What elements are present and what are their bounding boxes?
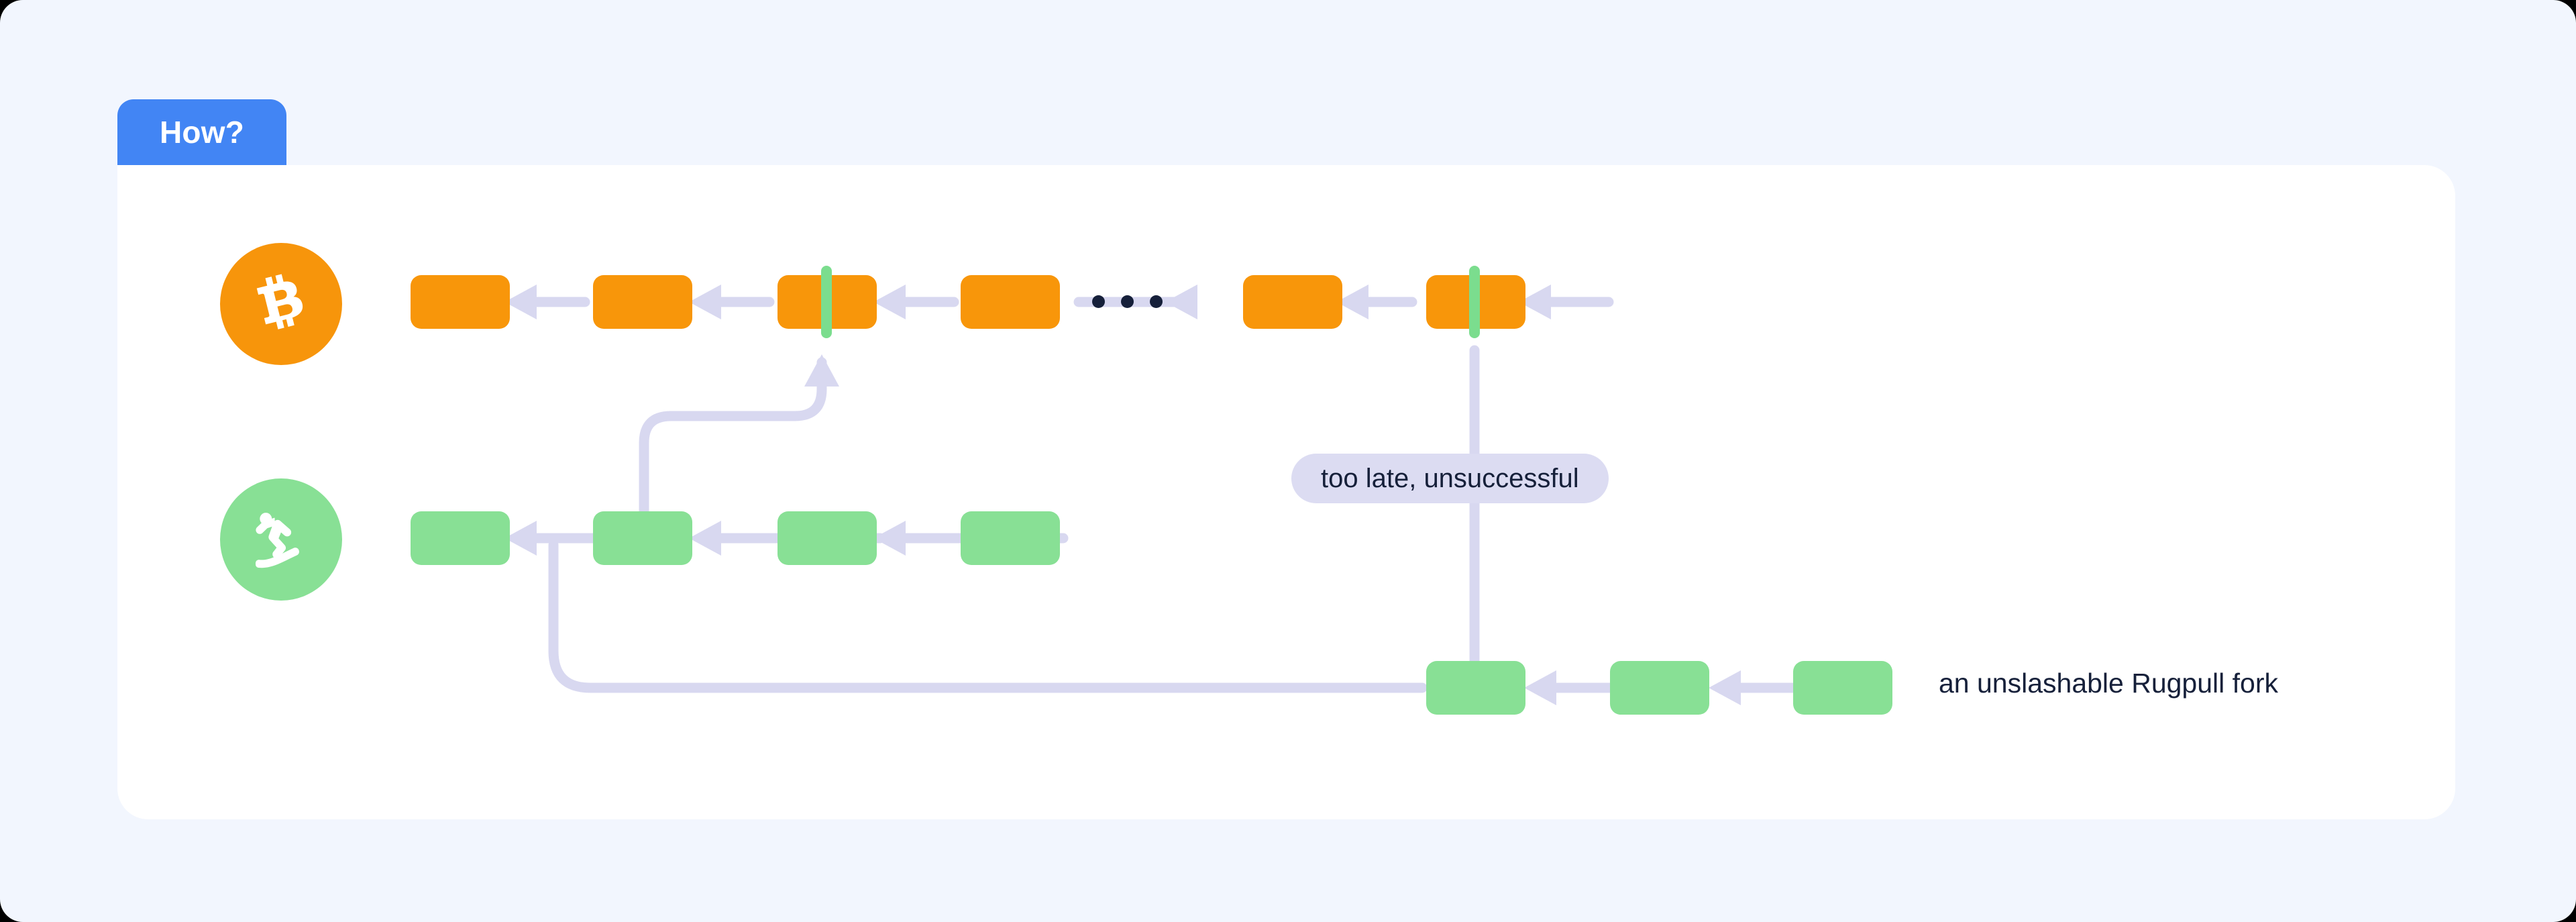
ellipsis-dot-1 — [1092, 295, 1105, 308]
rugpull-to-fork-curve — [548, 540, 1428, 693]
bitcoin-icon — [256, 274, 303, 329]
bitcoin-block-5[interactable] — [1243, 275, 1342, 329]
btc-arrowhead-3 — [873, 285, 906, 319]
fork-to-bitcoin-curve — [639, 357, 827, 535]
tab-how-label: How? — [160, 115, 244, 150]
bitcoin-avatar — [220, 243, 342, 365]
fork-arrowhead-3 — [873, 521, 906, 556]
btc-arrowhead-2 — [689, 285, 721, 319]
rugpull-block-2[interactable] — [1610, 661, 1709, 715]
fork-arrowhead-1 — [504, 521, 537, 556]
chain-ellipsis — [1092, 295, 1163, 308]
fork-block-4[interactable] — [961, 511, 1060, 565]
fork-to-bitcoin-arrowhead — [804, 354, 839, 387]
btc-arrowhead-6 — [1519, 285, 1551, 319]
rug-arrowhead-1 — [1524, 670, 1556, 705]
content-card — [117, 165, 2455, 819]
surfer-wipeout-icon — [255, 513, 299, 568]
btc-arrowhead-4 — [1165, 285, 1197, 319]
fork-block-3[interactable] — [777, 511, 877, 565]
fork-block-1[interactable] — [411, 511, 510, 565]
rugpull-block-1[interactable] — [1426, 661, 1525, 715]
bitcoin-block-2[interactable] — [593, 275, 692, 329]
fork-arrowhead-2 — [689, 521, 721, 556]
btc-arrowhead-5 — [1336, 285, 1368, 319]
slash-marker-block-6 — [1469, 266, 1480, 338]
rugpull-fork-caption: an unslashable Rugpull fork — [1939, 668, 2278, 699]
tab-how[interactable]: How? — [117, 99, 286, 165]
rug-arrowhead-2 — [1709, 670, 1741, 705]
rugpull-block-3[interactable] — [1793, 661, 1892, 715]
bitcoin-block-1[interactable] — [411, 275, 510, 329]
bitcoin-block-4[interactable] — [961, 275, 1060, 329]
fork-block-2[interactable] — [593, 511, 692, 565]
status-badge-too-late: too late, unsuccessful — [1291, 454, 1609, 503]
slash-marker-block-3 — [821, 266, 832, 338]
status-badge-label: too late, unsuccessful — [1321, 464, 1579, 493]
ellipsis-dot-2 — [1121, 295, 1134, 308]
btc-arrowhead-1 — [504, 285, 537, 319]
ellipsis-dot-3 — [1150, 295, 1163, 308]
surfer-avatar — [220, 478, 342, 601]
